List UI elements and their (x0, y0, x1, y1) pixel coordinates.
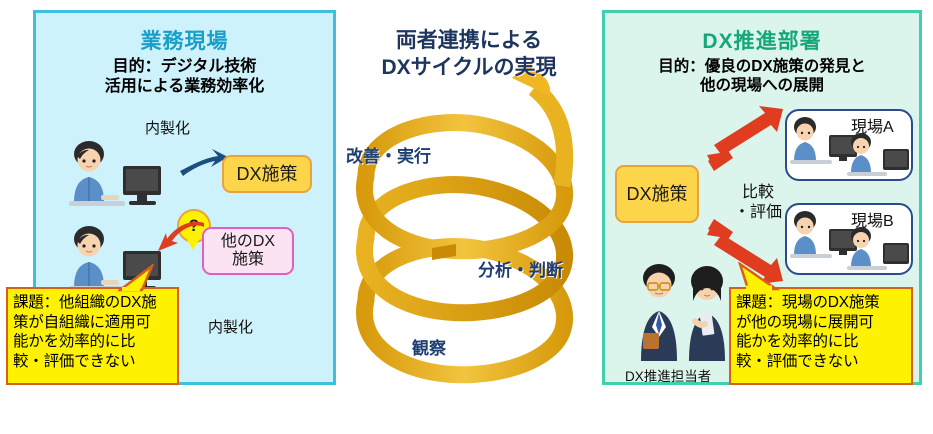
red-double-arrow-site-b (707, 219, 783, 284)
left-callout-line-4: 較・評価できない (13, 352, 136, 370)
left-callout-line-2: 策が自組織に適用可 (13, 313, 151, 331)
right-callout-line-3: 能かを効率的に比 (736, 333, 859, 351)
business-people-icon (641, 264, 725, 361)
left-callout-line-3: 能かを効率的に比 (13, 333, 136, 351)
internal-production-label-top: 内製化 (145, 120, 191, 137)
right-callout-line-1: 課題：現場のDX施策 (736, 294, 880, 311)
right-issue-callout: 課題：現場のDX施策 が他の現場に展開可 能かを効率的に比 較・評価できない (729, 287, 913, 385)
spiral-label-improve: 改善・実行 (346, 147, 431, 166)
other-dx-line-1: 他のDX (220, 232, 276, 250)
red-arrow-from-other-dx (158, 221, 204, 251)
two-workers-icon-b (790, 211, 909, 270)
right-purpose-line-1: 目的：優良のDX施策の発見と (658, 58, 866, 75)
two-workers-icon-a (790, 117, 909, 176)
left-panel-purpose: 目的：デジタル技術 活用による業務効率化 (36, 57, 333, 97)
center-title-line-2: DXサイクルの実現 (381, 55, 557, 79)
blue-arrow-to-dx-box (180, 149, 228, 176)
worker-at-pc-icon (69, 141, 161, 206)
spiral-label-analyze: 分析・判断 (478, 261, 563, 280)
right-purpose-line-2: 他の現場への展開 (699, 77, 824, 95)
internal-production-label-bottom: 内製化 (208, 319, 254, 336)
spiral-ribbon-icon (356, 60, 574, 384)
left-dx-measure-box: DX施策 (222, 155, 312, 193)
right-panel-purpose: 目的：優良のDX施策の発見と 他の現場への展開 (605, 57, 919, 96)
left-purpose-line-1: 目的：デジタル技術 (112, 58, 257, 75)
center-title-line-1: 両者連携による (395, 29, 543, 52)
right-callout-line-2: が他の現場に展開可 (736, 313, 874, 331)
left-purpose-line-2: 活用による業務効率化 (104, 78, 265, 95)
right-panel-title: DX推進部署 (702, 30, 822, 53)
left-dx-measure-label: DX施策 (236, 163, 298, 184)
compare-evaluate-label: 比較 ・評価 (715, 183, 801, 223)
worker-person-1 (61, 140, 171, 223)
red-double-arrow-site-a (707, 106, 783, 171)
spiral-label-observe: 観察 (412, 339, 446, 358)
site-a-label: 現場A (851, 119, 894, 136)
site-b-box (785, 203, 913, 275)
dx-promoters-figure (625, 261, 745, 378)
left-callout-tail (118, 264, 155, 292)
center-title: 両者連携による DXサイクルの実現 (336, 28, 602, 82)
dx-cycle-spiral: 改善・実行 分析・判断 観察 (336, 0, 602, 429)
other-dx-line-2: 施策 (231, 251, 264, 268)
right-callout-tail (738, 262, 780, 291)
site-a-box (785, 109, 913, 181)
right-dx-measure-label: DX施策 (626, 183, 688, 204)
compare-label-line-2: ・評価 (733, 204, 782, 221)
right-callout-line-4: 較・評価できない (736, 352, 859, 370)
site-b-label: 現場B (851, 213, 894, 230)
right-dx-measure-box: DX施策 (615, 165, 699, 223)
left-panel-title: 業務現場 (140, 30, 229, 53)
left-callout-line-1: 課題：他組織のDX施 (13, 294, 157, 311)
left-issue-callout: 課題：他組織のDX施 策が自組織に適用可 能かを効率的に比 較・評価できない (6, 287, 179, 385)
compare-label-line-1: 比較 (741, 184, 774, 201)
dx-promoter-caption: DX推進担当者 (625, 369, 712, 384)
other-dx-measure-box: 他のDX 施策 (202, 227, 294, 275)
